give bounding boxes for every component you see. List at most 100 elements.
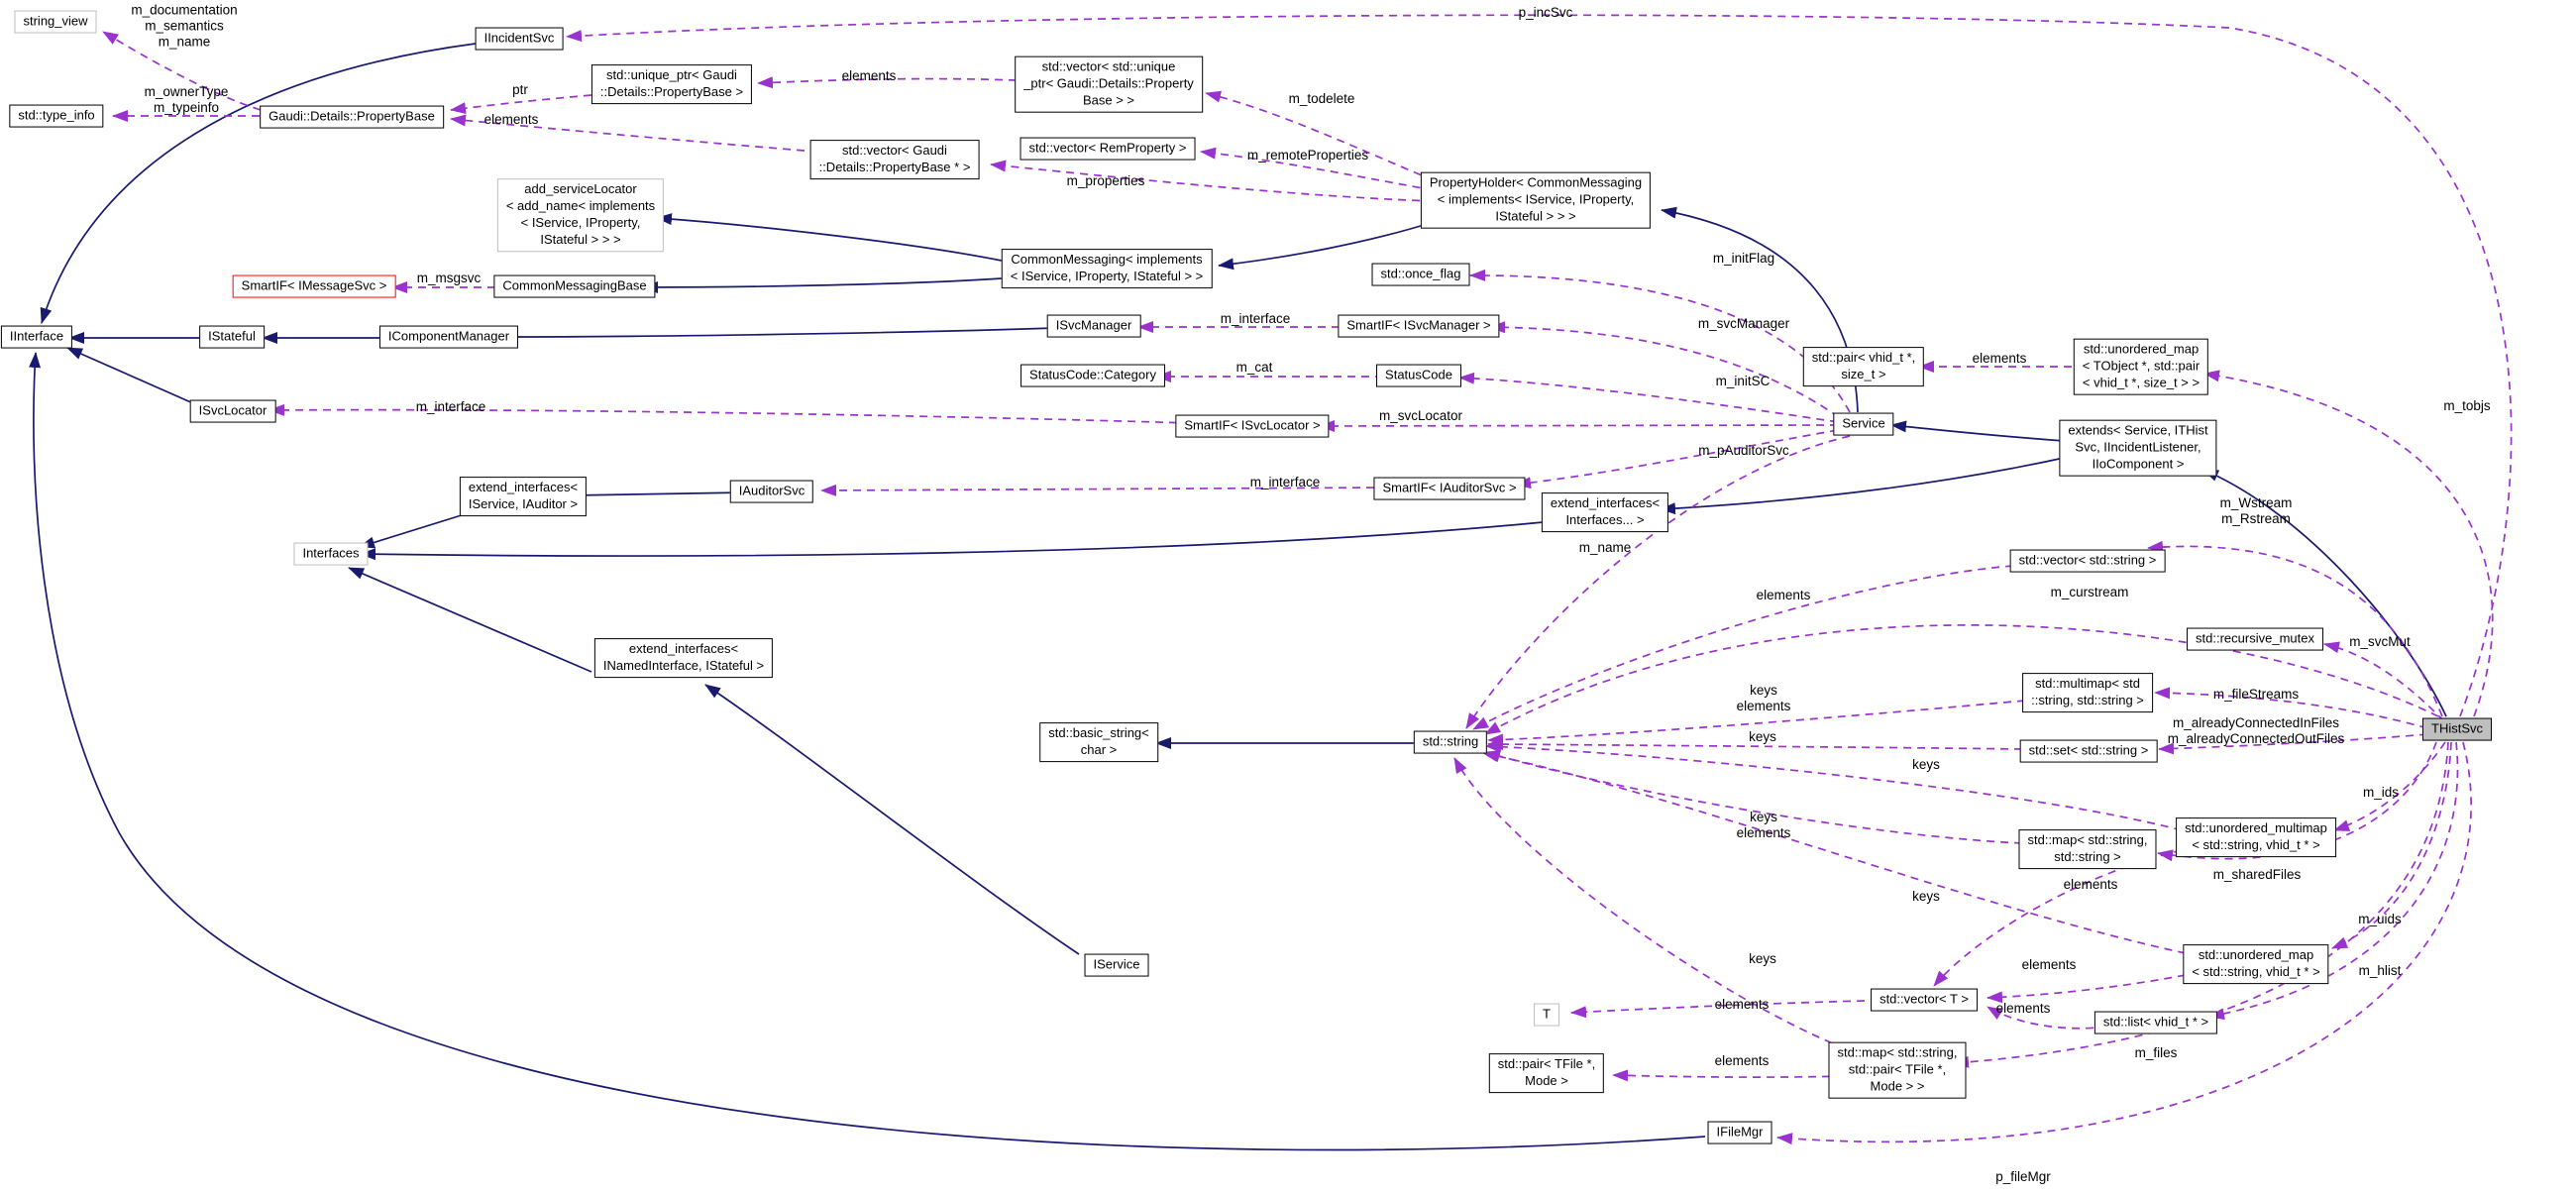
edge-label-propertybase-to-type_info: m_ownerType m_typeinfo [144,83,229,115]
node-string[interactable]: std::string [1413,730,1488,754]
node-smartif_auditsvc-line-0: SmartIF< IAuditorSvc > [1382,480,1517,495]
node-unique_ptr-line-0: std::unique_ptr< Gaudi [606,67,737,83]
edge-label-thistsvc-to-list_vhid: m_hlist [2358,962,2402,978]
edge-label-thistsvc-to-umap_vhid: m_uids [2358,911,2402,926]
node-smartif_auditsvc[interactable]: SmartIF< IAuditorSvc > [1373,477,1526,500]
node-unique_ptr[interactable]: std::unique_ptr< Gaudi::Details::Propert… [590,64,753,104]
node-multimap[interactable]: std::multimap< std::string, std::string … [2022,673,2153,712]
node-basic_string-line-1: char > [1080,742,1118,757]
node-ext_iservice_iauditor[interactable]: extend_interfaces<IService, IAuditor > [459,477,588,516]
node-vec_unique[interactable]: std::vector< std::unique_ptr< Gaudi::Det… [1015,55,1203,113]
node-pair_tfile[interactable]: std::pair< TFile *,Mode > [1488,1053,1605,1093]
node-umap_tobj[interactable]: std::unordered_map< TObject *, std::pair… [2073,338,2209,395]
use-edge-service-to-string [1465,435,1851,729]
node-isvcmanager[interactable]: ISvcManager [1046,314,1141,338]
edge-label-statuscode-to-statuscode_cat: m_cat [1235,359,1273,375]
edge-label-prop_holder-to-vec_unique: m_todelete [1288,90,1355,106]
edge-label-map_ss-to-string: keys elements [1736,809,1791,840]
use-edge-propertybase-to-string_view [102,31,262,111]
use-edge-smartif_svcloc-to-isvclocator [268,403,1192,424]
node-extends-line-1: Svc, IIncidentListener, [2075,439,2201,455]
use-edge-map_tfile-to-pair_tfile [1612,1069,1845,1082]
use-edge-vec_t-to-t [1570,1000,1866,1019]
use-edge-thistsvc-to-map_ss [2157,741,2437,862]
node-map_ss[interactable]: std::map< std::string,std::string > [2018,829,2157,869]
node-service[interactable]: Service [1833,412,1894,436]
node-isvclocator-line-0: ISvcLocator [198,402,268,418]
node-smartif_msg[interactable]: SmartIF< IMessageSvc > [232,274,396,298]
node-prop_holder[interactable]: PropertyHolder< CommonMessaging< impleme… [1420,171,1652,229]
node-istateful-line-0: IStateful [208,328,256,344]
edge-label-service-to-smartif_svcloc: m_svcLocator [1378,407,1463,423]
node-icomponentmgr[interactable]: IComponentManager [378,325,519,349]
edge-label-smartif_auditsvc-to-iauditorsvc: m_interface [1249,474,1321,489]
node-umap_vhid[interactable]: std::unordered_map< std::string, vhid_t … [2183,944,2329,984]
node-once_flag[interactable]: std::once_flag [1371,263,1470,286]
edge-label-thistsvc-to-map_tfile: m_files [2134,1044,2178,1060]
node-icomponentmgr-line-0: IComponentManager [387,328,510,344]
node-iinterface[interactable]: IInterface [0,325,73,349]
node-common_msg[interactable]: CommonMessaging< implements< IService, I… [1001,249,1213,288]
inherit-edge-prop_holder-to-common_msg [1218,221,1435,271]
node-string-line-0: std::string [1422,733,1479,749]
node-istateful[interactable]: IStateful [199,325,265,349]
node-statuscode_cat[interactable]: StatusCode::Category [1020,364,1165,387]
node-statuscode_cat-line-0: StatusCode::Category [1029,367,1156,382]
node-common_msg_base[interactable]: CommonMessagingBase [493,274,656,298]
node-smartif_svcloc[interactable]: SmartIF< ISvcLocator > [1175,414,1330,438]
node-add_svc_loc-line-1: < add_name< implements [505,198,656,214]
node-vec_pb_ptr[interactable]: std::vector< Gaudi::Details::PropertyBas… [809,140,980,179]
edge-label-thistsvc-to-ummap_vhid: m_ids [2362,784,2400,800]
inherit-edge-iincidentsvc-to-iinterface [40,43,477,324]
node-add_svc_loc-line-0: add_serviceLocator [524,181,637,197]
node-iauditorsvc[interactable]: IAuditorSvc [729,480,814,503]
node-pair_vhid[interactable]: std::pair< vhid_t *,size_t > [1802,347,1925,386]
edge-label-thistsvc-to-rec_mutex: m_svcMut [2349,633,2411,649]
node-smartif_svcloc-line-0: SmartIF< ISvcLocator > [1184,417,1321,433]
node-unique_ptr-line-1: ::Details::PropertyBase > [599,84,744,99]
node-propertybase[interactable]: Gaudi::Details::PropertyBase [260,105,444,129]
node-smartif_svcmgr[interactable]: SmartIF< ISvcManager > [1338,314,1500,338]
edge-label-thistsvc-to-map_ss: m_sharedFiles [2212,866,2302,882]
node-ummap_vhid[interactable]: std::unordered_multimap< std::string, vh… [2176,817,2336,857]
edge-label-thistsvc-to-umap_tobj: m_tobjs [2443,397,2491,413]
node-ext_inamed-line-1: INamedInterface, IStateful > [602,658,765,673]
node-isvcmanager-line-0: ISvcManager [1055,317,1132,333]
inherit-edge-iauditorsvc-to-ext_iservice_iauditor [571,489,746,501]
node-map_ss-line-1: std::string > [2054,849,2121,864]
node-basic_string[interactable]: std::basic_string<char > [1039,722,1158,762]
node-set_string-line-0: std::set< std::string > [2028,742,2149,758]
node-vec_string[interactable]: std::vector< std::string > [2009,549,2166,573]
node-ext_inamed[interactable]: extend_interfaces<INamedInterface, IStat… [593,638,774,678]
node-add_svc_loc: add_serviceLocator< add_name< implements… [496,178,665,252]
node-smartif_svcmgr-line-0: SmartIF< ISvcManager > [1346,317,1491,333]
edge-label-common_msg_base-to-smartif_msg: m_msgsvc [416,270,482,285]
node-statuscode[interactable]: StatusCode [1376,364,1461,387]
node-vec_rem[interactable]: std::vector< RemProperty > [1020,137,1196,161]
node-ext_interfaces[interactable]: extend_interfaces<Interfaces... > [1541,492,1669,532]
use-edge-thistsvc-to-map_tfile [1953,741,2449,1068]
node-iincidentsvc[interactable]: IIncidentSvc [475,27,564,51]
node-map_tfile-line-2: Mode > > [1870,1078,1925,1094]
node-vec_t[interactable]: std::vector< T > [1871,988,1978,1012]
node-iinterface-line-0: IInterface [9,328,64,344]
use-edge-prop_holder-to-vec_pb_ptr [990,160,1435,202]
node-type_info[interactable]: std::type_info [9,104,104,128]
node-prop_holder-line-1: < implements< IService, IProperty, [1437,191,1635,207]
node-iincidentsvc-line-0: IIncidentSvc [483,30,555,46]
use-edge-umap_vhid-to-string [1482,750,2187,954]
node-ifilemgr[interactable]: IFileMgr [1707,1121,1772,1144]
node-isvclocator[interactable]: ISvcLocator [189,399,276,423]
node-set_string[interactable]: std::set< std::string > [2019,739,2158,763]
edge-label-service-to-smartif_svcmgr: m_svcManager [1697,315,1790,331]
use-edge-thistsvc-to-rec_mutex [2323,641,2445,722]
use-edge-thistsvc-to-list_vhid [2208,741,2459,1021]
node-rec_mutex[interactable]: std::recursive_mutex [2187,627,2323,651]
node-list_vhid[interactable]: std::list< vhid_t * > [2093,1011,2218,1034]
node-thistsvc[interactable]: THistSvc [2422,717,2492,741]
use-edge-ummap_vhid-to-string [1485,740,2183,831]
node-iservice[interactable]: IService [1084,953,1149,977]
inherit-edge-ext_inamed-to-interfaces [348,567,592,673]
node-map_tfile[interactable]: std::map< std::string,std::pair< TFile *… [1828,1041,1967,1099]
